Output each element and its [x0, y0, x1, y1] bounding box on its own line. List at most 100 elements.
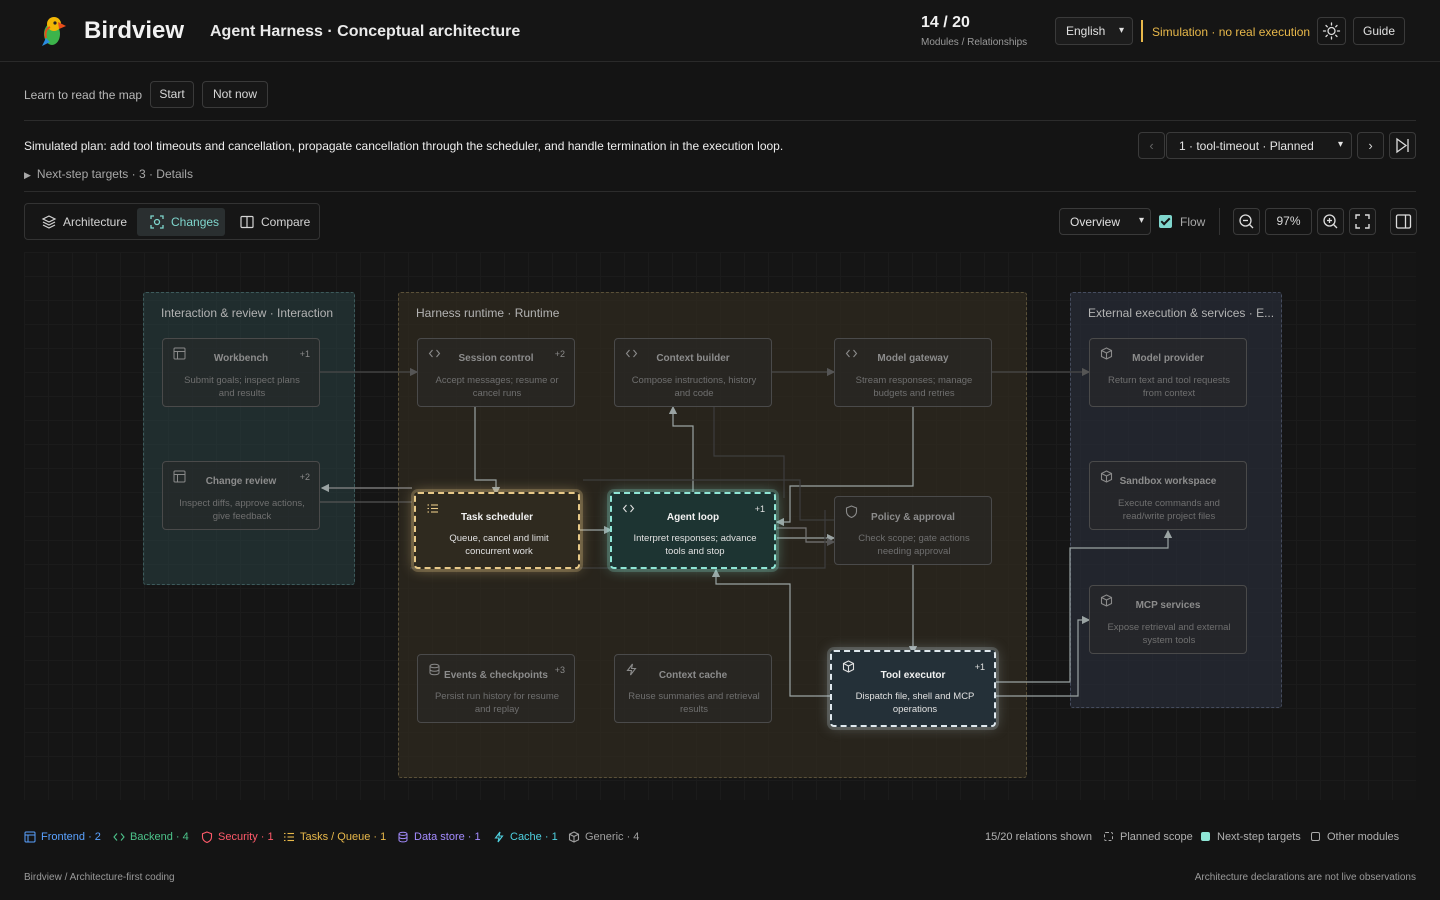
brand-name: Birdview — [84, 17, 185, 44]
side-panel-toggle-button[interactable] — [1390, 208, 1417, 235]
next-step-details-toggle[interactable]: ▶Next-step targets · 3 · Details — [24, 167, 193, 181]
node-change-review[interactable]: +2 Change review Inspect diffs, approve … — [162, 461, 320, 530]
tab-changes[interactable]: Changes — [137, 208, 225, 236]
bolt-icon — [494, 831, 504, 843]
node-context-builder[interactable]: Context builder Compose instructions, hi… — [614, 338, 772, 407]
node-session-control[interactable]: +2 Session control Accept messages; resu… — [417, 338, 575, 407]
legend-label: Cache · 1 — [510, 831, 558, 843]
sun-icon — [1322, 22, 1341, 40]
columns-icon — [240, 215, 254, 229]
node-title: Context builder — [656, 353, 730, 364]
layout-icon — [173, 470, 186, 483]
zoom-level: 97% — [1265, 208, 1312, 235]
legend-data-store[interactable]: Data store · 1 — [397, 831, 481, 843]
tab-changes-label: Changes — [171, 215, 220, 229]
node-tool-executor[interactable]: +1 Tool executor Dispatch file, shell an… — [830, 650, 996, 727]
node-model-provider[interactable]: Model provider Return text and tool requ… — [1089, 338, 1247, 407]
node-title: Model provider — [1132, 353, 1204, 364]
node-agent-loop[interactable]: +1 Agent loop Interpret responses; advan… — [610, 492, 776, 569]
database-icon — [398, 831, 408, 843]
node-sandbox-workspace[interactable]: Sandbox workspace Execute commands and r… — [1089, 461, 1247, 530]
group-title: Interaction & review · Interaction — [161, 306, 334, 320]
fullscreen-button[interactable] — [1349, 208, 1376, 235]
legend-frontend[interactable]: Frontend · 2 — [24, 831, 101, 843]
code-icon — [625, 349, 638, 358]
code-icon — [428, 349, 441, 358]
language-value: English — [1066, 24, 1106, 38]
node-badge: +2 — [299, 472, 310, 482]
layout-icon — [173, 347, 186, 360]
node-title: Model gateway — [877, 353, 949, 364]
node-title: Context cache — [658, 670, 728, 681]
database-icon — [429, 663, 440, 676]
node-description: Queue, cancel and limit concurrent work — [449, 533, 549, 557]
next-step-button[interactable]: › — [1357, 132, 1384, 159]
prev-step-button[interactable]: ‹ — [1138, 132, 1165, 159]
focus-icon — [150, 215, 164, 229]
legend-backend[interactable]: Backend · 4 — [113, 831, 189, 843]
node-task-scheduler[interactable]: Task scheduler Queue, cancel and limit c… — [414, 492, 580, 569]
fullscreen-icon — [1355, 214, 1370, 229]
triangle-right-icon: ▶ — [24, 170, 31, 180]
node-title: Agent loop — [666, 512, 720, 523]
next-step-targets-swatch — [1201, 832, 1210, 841]
node-description: Accept messages; resume or cancel runs — [435, 375, 559, 399]
legend-label: Backend · 4 — [130, 831, 189, 843]
chevron-right-icon: › — [1368, 138, 1373, 153]
dismiss-tour-button[interactable]: Not now — [202, 81, 268, 108]
legend-generic[interactable]: Generic · 4 — [568, 831, 639, 843]
node-title: Tool executor — [880, 670, 946, 681]
node-description: Interpret responses; advance tools and s… — [633, 533, 757, 557]
footer-breadcrumb: Birdview / Architecture-first coding — [24, 872, 175, 883]
node-badge: +1 — [974, 662, 985, 672]
chevron-left-icon: ‹ — [1149, 138, 1154, 153]
footer-disclaimer: Architecture declarations are not live o… — [1194, 872, 1416, 883]
language-select[interactable]: English ▾ — [1055, 17, 1133, 45]
view-mode-select[interactable]: Overview ▾ — [1059, 208, 1151, 235]
legend-cache[interactable]: Cache · 1 — [493, 831, 558, 843]
simulation-indicator-bar — [1141, 20, 1143, 42]
cube-icon — [1100, 470, 1113, 483]
step-select[interactable]: 1 · tool-timeout · Planned ▾ — [1166, 132, 1352, 159]
tab-architecture[interactable]: Architecture — [29, 208, 135, 236]
node-description: Return text and tool requests from conte… — [1108, 375, 1230, 399]
node-description: Check scope; gate actions needing approv… — [858, 533, 970, 557]
theme-toggle-button[interactable] — [1317, 17, 1346, 45]
layout-icon — [24, 831, 36, 843]
node-model-gateway[interactable]: Model gateway Stream responses; manage b… — [834, 338, 992, 407]
relations-count: 15/20 relations shown — [985, 831, 1093, 843]
node-description: Dispatch file, shell and MCP operations — [855, 691, 975, 715]
start-tour-button[interactable]: Start — [150, 81, 194, 108]
tab-architecture-label: Architecture — [63, 215, 128, 229]
zoom-in-button[interactable] — [1317, 208, 1344, 235]
last-step-button[interactable] — [1389, 132, 1416, 159]
node-mcp-services[interactable]: MCP services Expose retrieval and extern… — [1089, 585, 1247, 654]
node-events-checkpoints[interactable]: +3 Events & checkpoints Persist run hist… — [417, 654, 575, 723]
skip-end-icon — [1396, 137, 1409, 154]
divider — [24, 120, 1416, 121]
cube-icon — [1100, 594, 1113, 607]
legend-label: Data store · 1 — [414, 831, 481, 843]
node-context-cache[interactable]: Context cache Reuse summaries and retrie… — [614, 654, 772, 723]
simulation-status: Simulation · no real execution — [1152, 25, 1311, 39]
code-icon — [622, 504, 635, 513]
node-title: Events & checkpoints — [444, 670, 548, 681]
bolt-icon — [626, 663, 637, 676]
step-value: 1 · tool-timeout · Planned — [1179, 139, 1314, 153]
flow-checkbox[interactable] — [1159, 215, 1172, 228]
guide-button[interactable]: Guide — [1353, 17, 1405, 45]
node-workbench[interactable]: +1 Workbench Submit goals; inspect plans… — [162, 338, 320, 407]
zoom-out-button[interactable] — [1233, 208, 1260, 235]
node-badge: +3 — [554, 665, 565, 675]
tab-compare[interactable]: Compare — [227, 208, 315, 236]
node-description: Submit goals; inspect plans and results — [184, 375, 300, 399]
node-policy-approval[interactable]: Policy & approval Check scope; gate acti… — [834, 496, 992, 565]
node-title: Change review — [205, 476, 277, 487]
chevron-down-icon: ▾ — [1337, 139, 1343, 150]
legend-tasks-queue[interactable]: Tasks / Queue · 1 — [283, 831, 386, 843]
legend-security[interactable]: Security · 1 — [201, 831, 274, 843]
layers-icon — [41, 215, 57, 229]
parrot-logo-icon — [42, 17, 66, 46]
divider — [24, 191, 1416, 192]
cube-icon — [842, 660, 855, 673]
